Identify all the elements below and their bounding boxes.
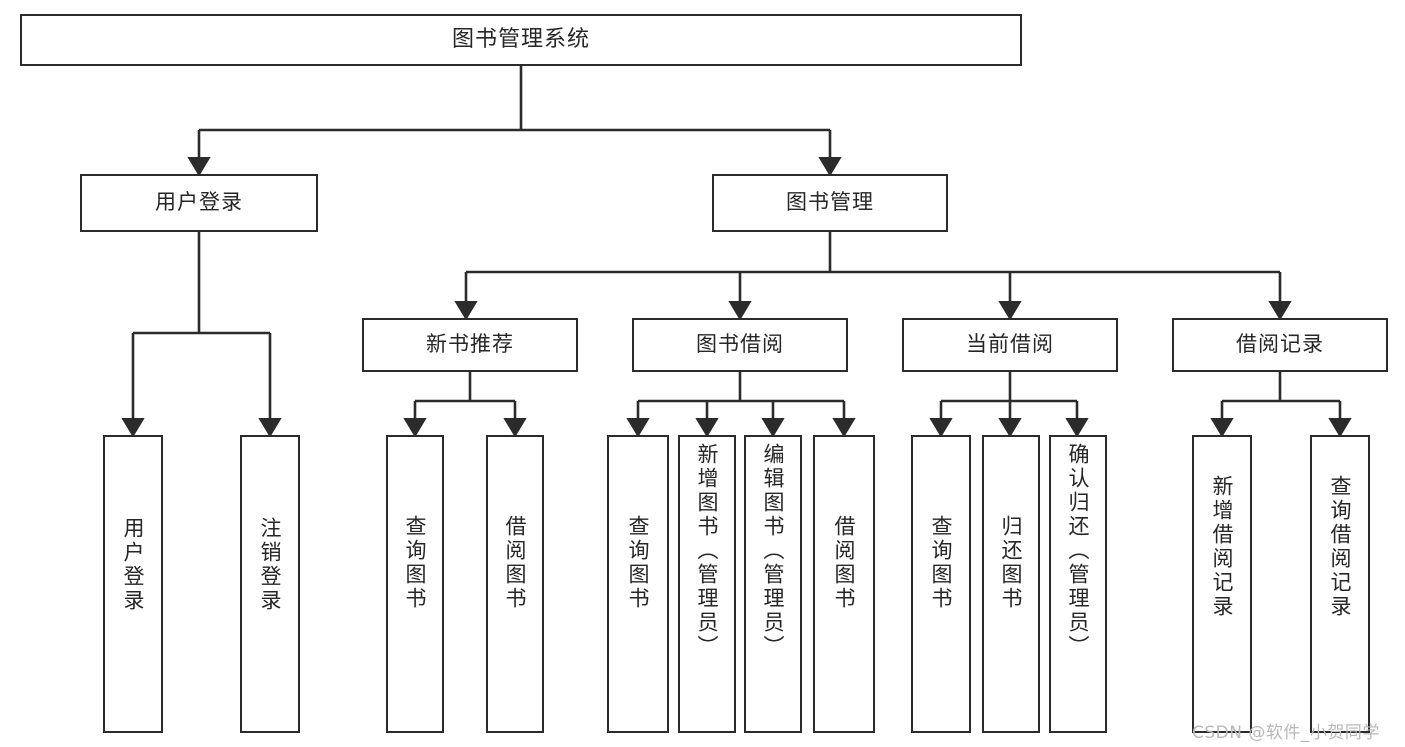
node-user-login[interactable]: 用户登录	[80, 174, 318, 232]
leaf-current-return-book[interactable]: 归还图书	[982, 435, 1040, 733]
leaf-current-confirm-return-admin[interactable]: 确认归还（管理员）	[1049, 435, 1107, 733]
csdn-watermark: CSDN @软件_小贺同学	[1192, 723, 1380, 743]
leaf-borrow-edit-book-admin[interactable]: 编辑图书（管理员）	[744, 435, 802, 733]
leaf-record-query-record[interactable]: 查询借阅记录	[1310, 435, 1370, 733]
leaf-recommend-query-book[interactable]: 查询图书	[386, 435, 444, 733]
leaf-label: 查询图书	[929, 515, 954, 611]
leaf-borrow-query-book[interactable]: 查询图书	[607, 435, 669, 733]
node-root-system[interactable]: 图书管理系统	[20, 14, 1022, 66]
leaf-label: 新增借阅记录	[1210, 475, 1235, 619]
node-book-management[interactable]: 图书管理	[712, 174, 948, 232]
leaf-label: 查询图书	[626, 515, 651, 611]
leaf-label: 查询图书	[403, 515, 428, 611]
leaf-label: 借阅图书	[503, 515, 528, 611]
node-book-borrow[interactable]: 图书借阅	[632, 318, 848, 372]
node-borrow-record[interactable]: 借阅记录	[1172, 318, 1388, 372]
leaf-label: 归还图书	[999, 515, 1024, 611]
leaf-label: 查询借阅记录	[1328, 475, 1353, 619]
leaf-label: 用户登录	[121, 517, 146, 613]
leaf-user-login-logout[interactable]: 注销登录	[240, 435, 300, 733]
node-new-book-recommend[interactable]: 新书推荐	[362, 318, 578, 372]
node-current-borrow[interactable]: 当前借阅	[902, 318, 1118, 372]
leaf-label: 确认归还（管理员）	[1066, 443, 1091, 659]
leaf-label: 注销登录	[258, 517, 283, 613]
leaf-record-add-record[interactable]: 新增借阅记录	[1192, 435, 1252, 733]
leaf-label: 编辑图书（管理员）	[761, 443, 786, 659]
leaf-current-query-book[interactable]: 查询图书	[911, 435, 971, 733]
leaf-user-login-login[interactable]: 用户登录	[103, 435, 163, 733]
leaf-borrow-add-book-admin[interactable]: 新增图书（管理员）	[678, 435, 736, 733]
leaf-recommend-borrow-book[interactable]: 借阅图书	[486, 435, 544, 733]
leaf-label: 借阅图书	[832, 515, 857, 611]
leaf-borrow-borrow-book[interactable]: 借阅图书	[813, 435, 875, 733]
leaf-label: 新增图书（管理员）	[695, 443, 720, 659]
